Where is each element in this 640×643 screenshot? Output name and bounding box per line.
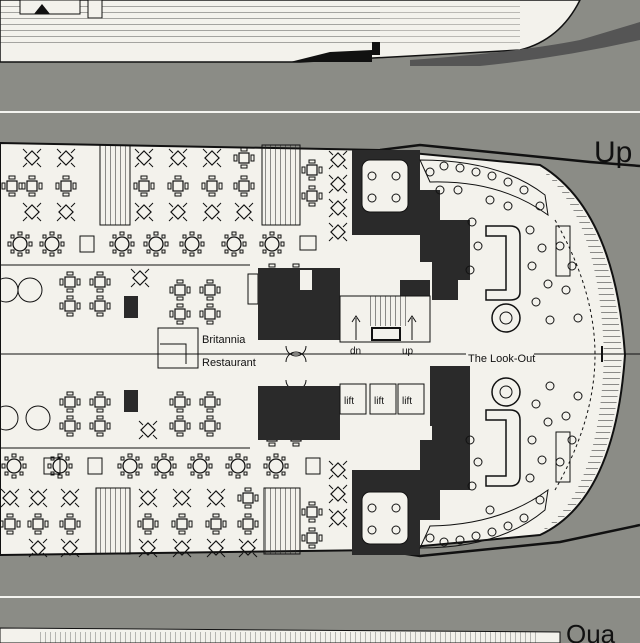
next-deck-name: Qua [566, 619, 616, 643]
service-core [258, 150, 470, 555]
lookout-lounge [419, 159, 596, 549]
stair-up-label: up [402, 346, 414, 357]
restaurant-seating-starboard [0, 390, 348, 558]
stair-down-label: dn [350, 346, 361, 357]
lift-label-3: lift [402, 396, 412, 407]
lookout-label: The Look-Out [468, 353, 535, 365]
restaurant-label-line1: Britannia [202, 334, 246, 346]
deck-below-hull [0, 627, 561, 643]
lift-label-2: lift [374, 396, 384, 407]
lift-label-1: lift [344, 396, 354, 407]
deck-above-hull [0, 0, 640, 66]
bow-deck-hatching [540, 168, 622, 532]
deck-name-title: Up [594, 136, 632, 169]
restaurant-seating-port [0, 144, 348, 325]
restaurant-label-line2: Restaurant [202, 357, 256, 369]
